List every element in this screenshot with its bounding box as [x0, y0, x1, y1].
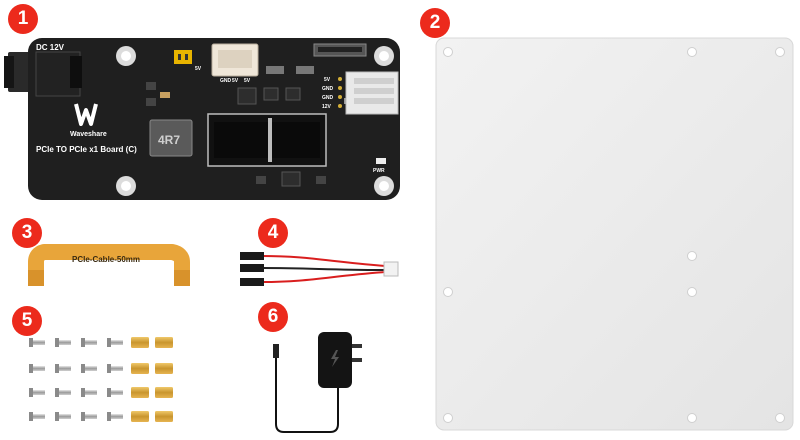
pcie-board: DC 12V 5V GND 5V 5V PWR 4R7	[4, 38, 400, 200]
standoff	[155, 363, 173, 374]
ribbon-label: PCIe-Cable-50mm	[72, 255, 140, 264]
pwr-label: PWR	[373, 168, 385, 174]
standoff	[131, 387, 149, 398]
standoff	[131, 411, 149, 422]
side-label-1: 5V	[324, 77, 331, 83]
waveshare-logo	[74, 103, 98, 126]
brand-label: Waveshare	[70, 131, 107, 138]
screw	[29, 364, 45, 373]
lightning-icon	[331, 350, 339, 367]
badge-1: 1	[8, 4, 38, 34]
screw	[55, 338, 71, 347]
standoff	[155, 337, 173, 348]
badge-4: 4	[258, 218, 288, 248]
screw	[55, 364, 71, 373]
ribbon-cable: PCIe-Cable-50mm	[28, 244, 190, 286]
screw	[107, 412, 123, 421]
power-adapter	[273, 332, 362, 433]
screw	[29, 388, 45, 397]
header-label-3: 5V	[244, 78, 251, 84]
badge-6: 6	[258, 302, 288, 332]
screw	[29, 338, 45, 347]
screw	[29, 412, 45, 421]
power-cable	[240, 252, 399, 286]
screw	[81, 364, 97, 373]
screw	[107, 388, 123, 397]
screw	[107, 364, 123, 373]
screw	[81, 338, 97, 347]
badge-5: 5	[12, 306, 42, 336]
screws-standoffs	[29, 337, 173, 422]
header-label-1: GND	[220, 78, 232, 84]
inductor-label: 4R7	[158, 133, 180, 147]
screw	[55, 412, 71, 421]
badge-3: 3	[12, 218, 42, 248]
side-label-4: 12V	[322, 104, 332, 110]
screw	[55, 388, 71, 397]
standoff	[155, 411, 173, 422]
screw	[81, 388, 97, 397]
dc-label: DC 12V	[36, 43, 65, 52]
screw	[107, 338, 123, 347]
standoff	[155, 387, 173, 398]
badge-2: 2	[420, 8, 450, 38]
standoff	[131, 337, 149, 348]
screw	[81, 412, 97, 421]
header-label-2: 5V	[232, 78, 239, 84]
side-label-2: GND	[322, 86, 334, 92]
board-title: PCIe TO PCIe x1 Board (C)	[36, 145, 137, 154]
jumper-label: 5V	[195, 66, 202, 72]
side-label-3: GND	[322, 95, 334, 101]
acrylic-plate	[435, 37, 794, 431]
standoff	[131, 363, 149, 374]
